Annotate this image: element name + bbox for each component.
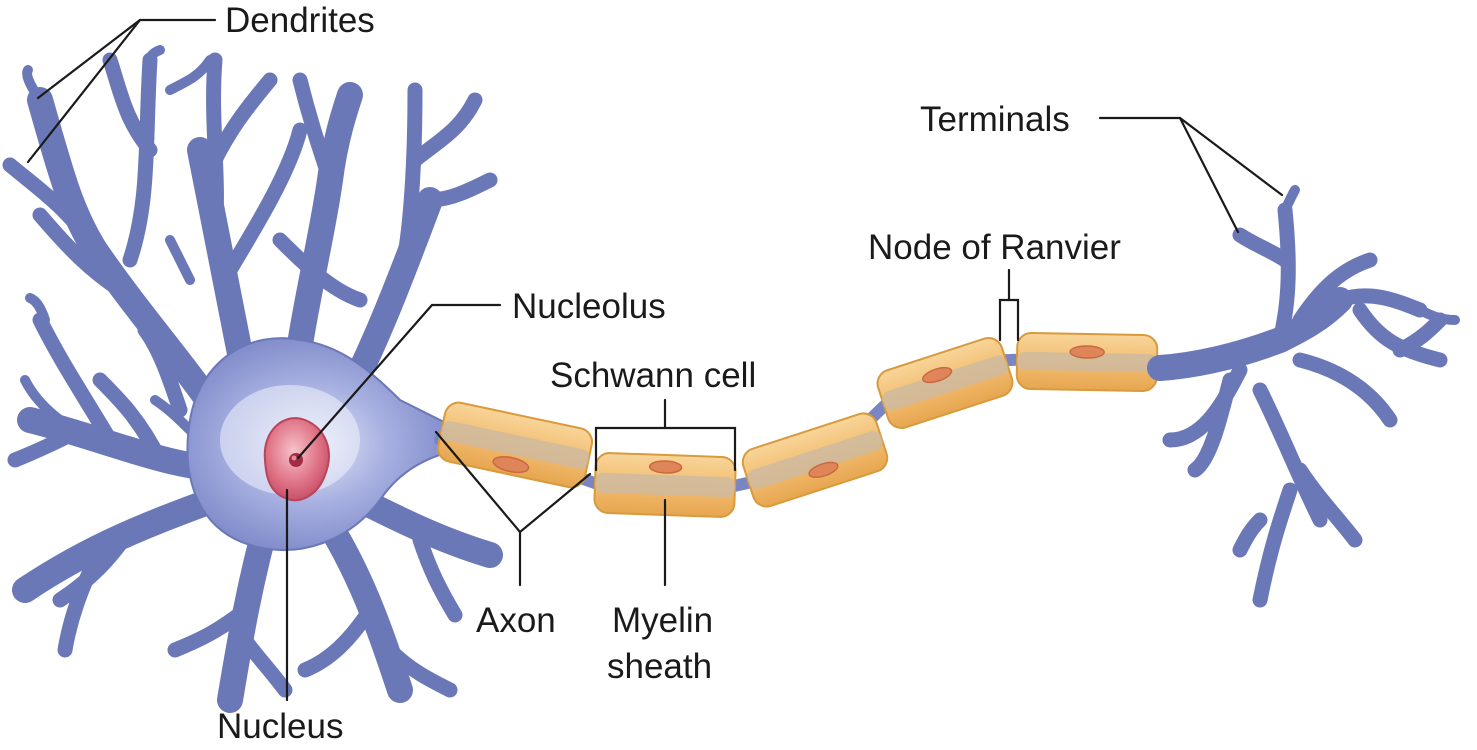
terminals-leader-2 <box>1178 116 1240 234</box>
terminals-leader <box>1098 116 1284 197</box>
schwann-cell-4 <box>876 337 1014 429</box>
node-of-ranvier-bracket <box>998 298 1020 342</box>
label-dendrites: Dendrites <box>225 1 375 40</box>
label-myelin-line2: sheath <box>607 647 712 686</box>
dendrites-leader-2 <box>26 18 142 164</box>
dendrites-leader <box>36 18 217 100</box>
nucleus-shape <box>263 417 330 502</box>
schwann-cell-1 <box>437 401 593 489</box>
nucleolus-leader <box>296 303 502 460</box>
schwann-cell-5 <box>1015 332 1159 392</box>
label-terminals: Terminals <box>920 100 1070 139</box>
label-myelin-line1: Myelin <box>612 601 713 640</box>
label-nucleus: Nucleus <box>217 707 343 746</box>
label-nucleolus: Nucleolus <box>512 287 666 326</box>
label-schwann-cell: Schwann cell <box>550 356 756 395</box>
labels: Dendrites Terminals Node of Ranvier Nucl… <box>217 1 1121 746</box>
schwann-cell-2 <box>593 452 737 518</box>
leader-lines <box>26 18 1284 702</box>
label-node-of-ranvier: Node of Ranvier <box>868 228 1121 267</box>
label-axon: Axon <box>476 601 556 640</box>
schwann-cell-3 <box>741 412 889 508</box>
axon-group <box>434 332 1176 518</box>
terminals-group <box>1147 185 1460 608</box>
